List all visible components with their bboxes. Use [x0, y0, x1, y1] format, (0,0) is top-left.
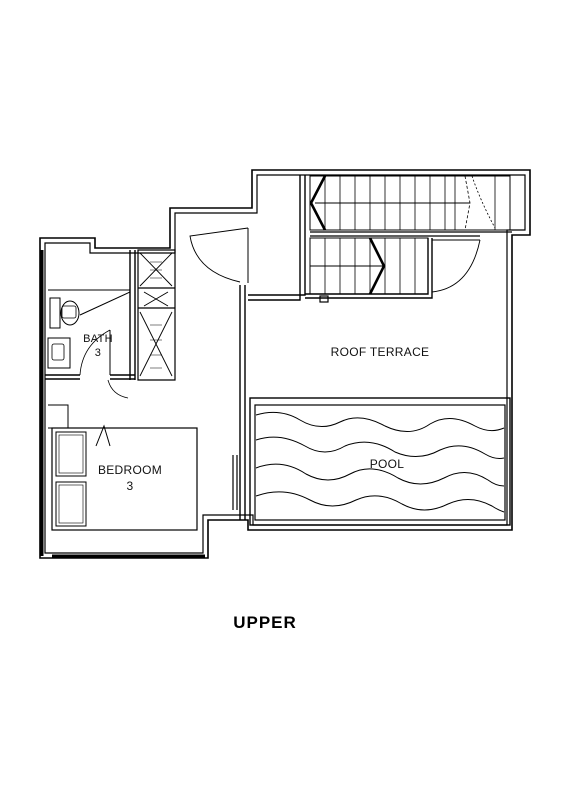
pool-outer: [249, 397, 511, 526]
outer-wall-outline: [39, 169, 531, 559]
pillow-top-inner: [58, 434, 84, 474]
pool-water-lines: [255, 411, 505, 513]
bath-number: 3: [95, 347, 101, 359]
wardrobe-hatch: [150, 261, 162, 369]
bedroom-furniture: [51, 424, 198, 531]
door-bedroom-swing: [107, 379, 129, 399]
pillow-top: [55, 431, 87, 477]
walls: [39, 169, 531, 559]
pool: [249, 397, 511, 526]
pool-label: POOL: [370, 457, 405, 471]
door-entry-swing: [189, 227, 249, 283]
bedroom-number: 3: [127, 479, 134, 493]
wardrobe-mid-x: [143, 291, 169, 307]
basin: [47, 337, 71, 369]
bath-wall-east: [129, 250, 136, 380]
stairs-upper: [309, 175, 511, 231]
inner-wall-outline: [44, 174, 526, 554]
wardrobe-top-x: [139, 252, 173, 287]
wardrobe-bottom-x: [139, 311, 173, 377]
stair-core-wall: [248, 175, 306, 301]
bedroom-label: BEDROOM: [98, 463, 162, 477]
pool-inner: [254, 404, 506, 521]
bed: [51, 427, 198, 531]
toilet-cistern: [49, 297, 61, 329]
door-landing-swing: [471, 175, 496, 229]
basin-bowl: [51, 343, 65, 361]
pillow-bottom: [55, 481, 87, 527]
stair-newel-post: [319, 295, 329, 303]
stair-bottom-wall: [305, 238, 433, 299]
door-terrace-swing: [431, 239, 481, 293]
stairs-lower: [309, 237, 429, 303]
toilet-seat: [61, 305, 77, 319]
bath-label: BATH: [83, 333, 113, 345]
wardrobes: [139, 252, 173, 377]
bath-fixtures: [47, 291, 131, 369]
doors: [79, 227, 481, 399]
bed-blanket-fold: [95, 424, 111, 447]
plan-caption: UPPER: [233, 613, 297, 632]
bath-wall-south: [45, 374, 135, 380]
window-bedroom-east: [232, 455, 238, 510]
bedroom-niche: [48, 404, 69, 429]
stair-upper-break: [464, 175, 471, 231]
wardrobe-frame: [137, 249, 176, 381]
pillow-bottom-inner: [58, 484, 84, 524]
shower-screen: [79, 291, 131, 316]
door-bath-swing: [79, 329, 111, 376]
roof-terrace-label: ROOF TERRACE: [331, 345, 430, 359]
upper-landing-wall: [310, 231, 512, 237]
stair-upper-arrow: [309, 175, 327, 231]
toilet-bowl: [60, 300, 80, 326]
bedroom-terrace-wall: [239, 285, 246, 520]
